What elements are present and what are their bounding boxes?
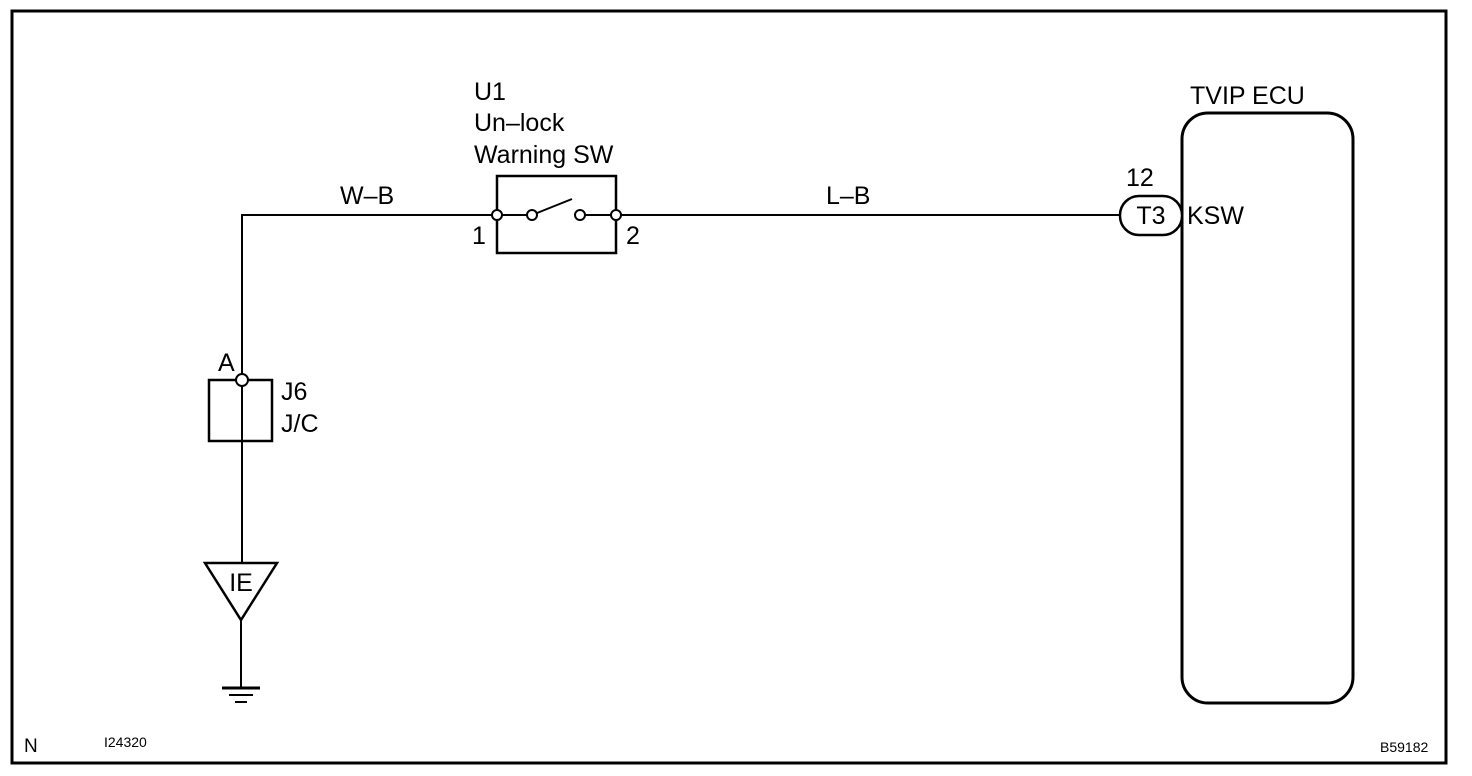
junction-name: J/C [281, 410, 319, 438]
switch-pin-2-label: 2 [626, 222, 640, 250]
footer-left-mark: N [24, 736, 38, 757]
switch-pin-2-terminal [610, 209, 622, 221]
junction-pin-label: A [218, 349, 235, 377]
footer-right-code: B59182 [1380, 739, 1428, 755]
switch-pin-1-terminal [491, 209, 503, 221]
switch-contact-point-a [526, 209, 538, 221]
diagram-frame [10, 9, 1448, 765]
switch-code: U1 [474, 78, 506, 106]
wire-l-b-label: L–B [826, 182, 870, 210]
switch-name-line1: Un–lock [474, 109, 565, 137]
ecu-terminal-name: KSW [1187, 202, 1244, 230]
ground-point-label: IE [229, 569, 253, 597]
tvip-ecu-box [1180, 111, 1355, 705]
ecu-pin-number: 12 [1126, 164, 1154, 192]
switch-name-line2: Warning SW [474, 141, 614, 169]
junction-code: J6 [281, 378, 307, 406]
ecu-connector-label: T3 [1136, 202, 1165, 230]
junction-pin-a-terminal [235, 373, 249, 387]
switch-pin-1-label: 1 [472, 222, 486, 250]
ecu-title: TVIP ECU [1190, 82, 1305, 110]
wire-w-b-label: W–B [340, 182, 394, 210]
ground-point-triangle [202, 561, 280, 623]
switch-contact-point-b [574, 209, 586, 221]
footer-left-code: I24320 [104, 734, 147, 750]
wire-w-b [241, 214, 497, 380]
ecu-connector-t3 [1118, 194, 1184, 237]
switch-blade [531, 198, 573, 216]
